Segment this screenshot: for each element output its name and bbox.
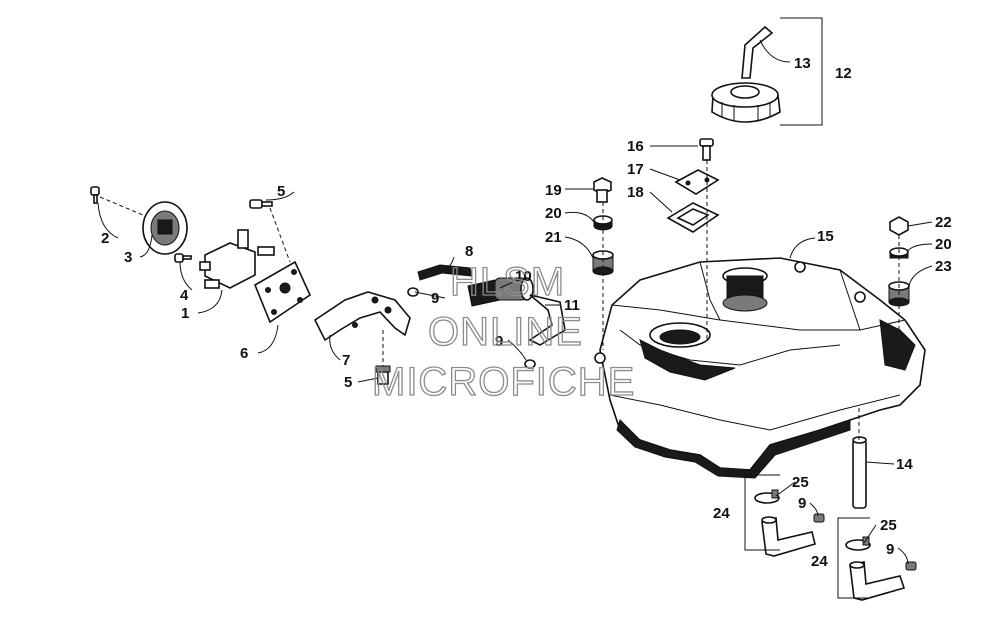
watermark: HLSM ONLINE MICROFICHE bbox=[371, 259, 635, 404]
screw-4 bbox=[174, 253, 192, 263]
diaphragm-cover bbox=[142, 201, 188, 255]
leader-lines bbox=[97, 39, 933, 565]
hose-clamp-25a bbox=[754, 489, 780, 504]
callout-9-lower: 9 bbox=[495, 333, 503, 350]
callout-18: 18 bbox=[627, 184, 644, 201]
callout-15: 15 bbox=[817, 228, 834, 245]
gasket bbox=[666, 202, 720, 233]
hose-24b bbox=[849, 561, 906, 601]
callout-22: 22 bbox=[935, 214, 952, 231]
bolt-19 bbox=[593, 177, 612, 203]
callout-25-b: 25 bbox=[880, 517, 897, 534]
callout-9-bottom-b: 9 bbox=[886, 541, 894, 558]
bracket-7 bbox=[313, 291, 411, 342]
callout-16: 16 bbox=[627, 138, 644, 155]
fuel-petcock bbox=[199, 229, 275, 289]
callout-17: 17 bbox=[627, 161, 644, 178]
mounting-plate bbox=[253, 260, 312, 324]
callout-labels: 1 2 3 4 5 5 6 7 8 9 9 9 9 10 11 12 13 14… bbox=[101, 55, 952, 570]
fuel-cap bbox=[711, 82, 781, 123]
watermark-line-3: MICROFICHE bbox=[372, 360, 635, 404]
callout-14: 14 bbox=[896, 456, 913, 473]
callout-4: 4 bbox=[180, 287, 189, 304]
callout-9-center: 9 bbox=[431, 290, 439, 307]
callout-3: 3 bbox=[124, 249, 132, 266]
fuel-tank bbox=[594, 257, 926, 479]
watermark-line-2: ONLINE bbox=[428, 310, 583, 354]
callout-5-bottom: 5 bbox=[344, 374, 352, 391]
nut-22 bbox=[889, 216, 909, 236]
callout-8: 8 bbox=[465, 243, 473, 260]
hose-clamp-9a bbox=[407, 287, 419, 297]
fuel-gauge-rod bbox=[852, 405, 867, 509]
callout-7: 7 bbox=[342, 352, 350, 369]
callout-19: 19 bbox=[545, 182, 562, 199]
callout-2: 2 bbox=[101, 230, 109, 247]
callout-20-right: 20 bbox=[935, 236, 952, 253]
screw-5a bbox=[249, 199, 273, 209]
fuel-filter bbox=[467, 277, 534, 307]
callout-12: 12 bbox=[835, 65, 852, 82]
callout-13: 13 bbox=[794, 55, 811, 72]
callout-24-b: 24 bbox=[811, 553, 828, 570]
cover-plate bbox=[674, 169, 720, 195]
cap-screw bbox=[699, 138, 714, 161]
callout-25-a: 25 bbox=[792, 474, 809, 491]
callout-20-left: 20 bbox=[545, 205, 562, 222]
screw-2 bbox=[90, 186, 100, 204]
fuel-hose-11 bbox=[524, 294, 566, 369]
callout-5-top: 5 bbox=[277, 183, 285, 200]
hose-clamp-9c bbox=[813, 513, 825, 523]
callout-6: 6 bbox=[240, 345, 248, 362]
watermark-line-1: HLSM bbox=[450, 260, 565, 304]
callout-11: 11 bbox=[564, 297, 580, 314]
vent-hose bbox=[741, 25, 774, 79]
callout-10: 10 bbox=[515, 268, 532, 285]
callout-9-bottom-a: 9 bbox=[798, 495, 806, 512]
callout-21: 21 bbox=[545, 229, 562, 246]
callout-1: 1 bbox=[181, 305, 189, 322]
callout-23: 23 bbox=[935, 258, 952, 275]
callout-24-a: 24 bbox=[713, 505, 730, 522]
hose-24a bbox=[761, 516, 816, 557]
fuel-hose-8 bbox=[417, 264, 473, 281]
